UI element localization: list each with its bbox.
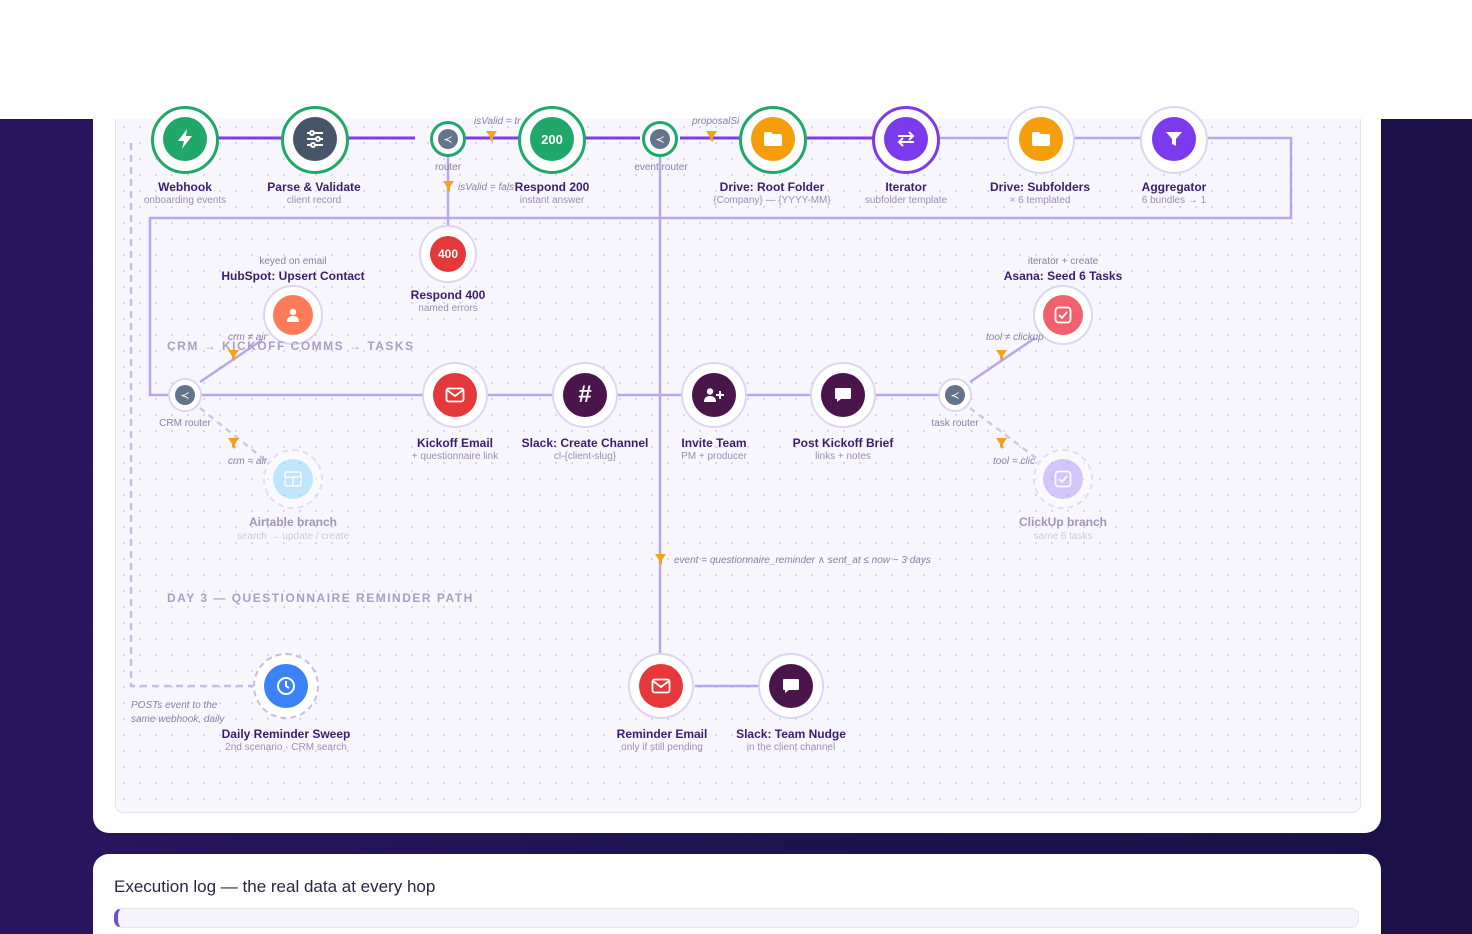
- node-label: Kickoff Email: [416, 436, 494, 450]
- execution-log-title: Execution log — the real data at every h…: [114, 877, 436, 896]
- node-label: Respond 200: [514, 180, 590, 194]
- hash-icon: #: [563, 373, 607, 417]
- top-bar: [0, 0, 1472, 119]
- user-plus-icon: [692, 373, 736, 417]
- router-icon: ≺: [650, 129, 670, 149]
- section-label-crm: CRM → KICKOFF COMMS → TASKS: [167, 339, 415, 353]
- node-label: ClickUp branch: [1018, 515, 1108, 529]
- node-sub: × 6 templated: [1009, 195, 1071, 206]
- node-sub: instant answer: [519, 195, 585, 206]
- badge-200: 200: [530, 117, 574, 161]
- node-label: Slack: Create Channel: [521, 436, 649, 450]
- folder-icon: [751, 117, 795, 161]
- node-label: Reminder Email: [616, 727, 708, 741]
- node-sub: same 6 tasks: [1033, 531, 1093, 542]
- router-icon: ≺: [175, 385, 195, 405]
- lightning-icon: [163, 117, 207, 161]
- node-top-note: keyed on email: [259, 256, 327, 267]
- filter-label-reminder: event = questionnaire_reminder ∧ sent_at…: [674, 555, 931, 566]
- funnel-icon: [1152, 117, 1196, 161]
- sweep-note-line1: POSTs event to the: [131, 700, 218, 711]
- node-sub: only if still pending: [621, 742, 703, 753]
- node-label: Slack: Team Nudge: [736, 727, 846, 741]
- user-icon: [273, 295, 313, 335]
- section-label-day3: DAY 3 — QUESTIONNAIRE REMINDER PATH: [167, 591, 474, 605]
- checkbox-icon: [1043, 459, 1083, 499]
- scenario-canvas[interactable]: [115, 119, 1361, 813]
- node-sub: 6 bundles → 1: [1141, 195, 1207, 206]
- sweep-note-line2: same webhook, daily: [131, 714, 225, 725]
- node-label: Respond 400: [410, 288, 486, 302]
- node-label: Post Kickoff Brief: [792, 436, 894, 450]
- node-sub: client record: [286, 195, 342, 206]
- node-label: Airtable branch: [248, 515, 338, 529]
- wire-airtable: [199, 407, 266, 461]
- filter-funnel-icon: [228, 131, 1007, 565]
- swap-arrows-icon: [884, 117, 928, 161]
- node-label: Asana: Seed 6 Tasks: [1003, 269, 1123, 283]
- node-sub: onboarding events: [143, 195, 227, 206]
- filter-label-tool-asana: tool ≠ clickup: [986, 332, 1044, 343]
- wire-hubspot: [199, 338, 263, 384]
- filter-label-crm-hubspot: crm ≠ air: [228, 332, 267, 343]
- filter-label-proposal: proposalSi: [692, 116, 740, 127]
- mail-icon: [433, 373, 477, 417]
- node-label: Iterator: [885, 180, 927, 194]
- node-label: Invite Team: [681, 436, 747, 450]
- filter-label-crm-airtable: crm = air: [228, 456, 268, 467]
- filter-label-isvalid-false: isValid = fals: [458, 182, 515, 193]
- grid-icon: [273, 459, 313, 499]
- router-icon: ≺: [438, 129, 458, 149]
- chat-bubble-icon: [821, 373, 865, 417]
- wire-sweep-loop: [129, 140, 255, 688]
- clock-icon: [264, 664, 308, 708]
- node-sub: + questionnaire link: [411, 451, 499, 462]
- node-sub: in the client channel: [746, 742, 836, 753]
- node-sub: {Company} — {YYYY-MM}: [713, 195, 831, 206]
- node-top-note: iterator + create: [1027, 256, 1099, 267]
- router-label: router: [434, 162, 462, 173]
- node-sub: PM + producer: [681, 451, 747, 462]
- router-label: event router: [634, 162, 688, 173]
- router-icon: ≺: [945, 385, 965, 405]
- node-label: HubSpot: Upsert Contact: [221, 269, 365, 283]
- filter-label-tool-clickup: tool = clic: [993, 456, 1035, 467]
- folder-icon: [1019, 117, 1063, 161]
- sliders-icon: [293, 117, 337, 161]
- checkbox-icon: [1043, 295, 1083, 335]
- filter-label-isvalid-true: isValid = tr: [474, 116, 521, 127]
- node-sub: links + notes: [815, 451, 871, 462]
- mail-icon: [639, 664, 683, 708]
- node-label: Parse & Validate: [267, 180, 361, 194]
- chat-bubble-icon: [769, 664, 813, 708]
- node-label: Webhook: [158, 180, 212, 194]
- node-sub: cl-{client-slug}: [553, 451, 617, 462]
- execution-log-entry[interactable]: [114, 908, 1359, 928]
- wire-clickup: [969, 407, 1037, 459]
- badge-400: 400: [430, 236, 466, 272]
- node-label: Drive: Root Folder: [719, 180, 825, 194]
- node-sub: named errors: [418, 303, 478, 314]
- router-label: task router: [931, 418, 979, 429]
- node-label: Daily Reminder Sweep: [221, 727, 351, 741]
- node-label: Drive: Subfolders: [989, 180, 1091, 194]
- wire-main: [148, 136, 1293, 397]
- node-label: Aggregator: [1141, 180, 1207, 194]
- node-sub: subfolder template: [864, 195, 948, 206]
- router-label: CRM router: [159, 418, 211, 429]
- node-sub: search → update / create: [236, 531, 350, 542]
- node-sub: 2nd scenario · CRM search: [225, 742, 347, 753]
